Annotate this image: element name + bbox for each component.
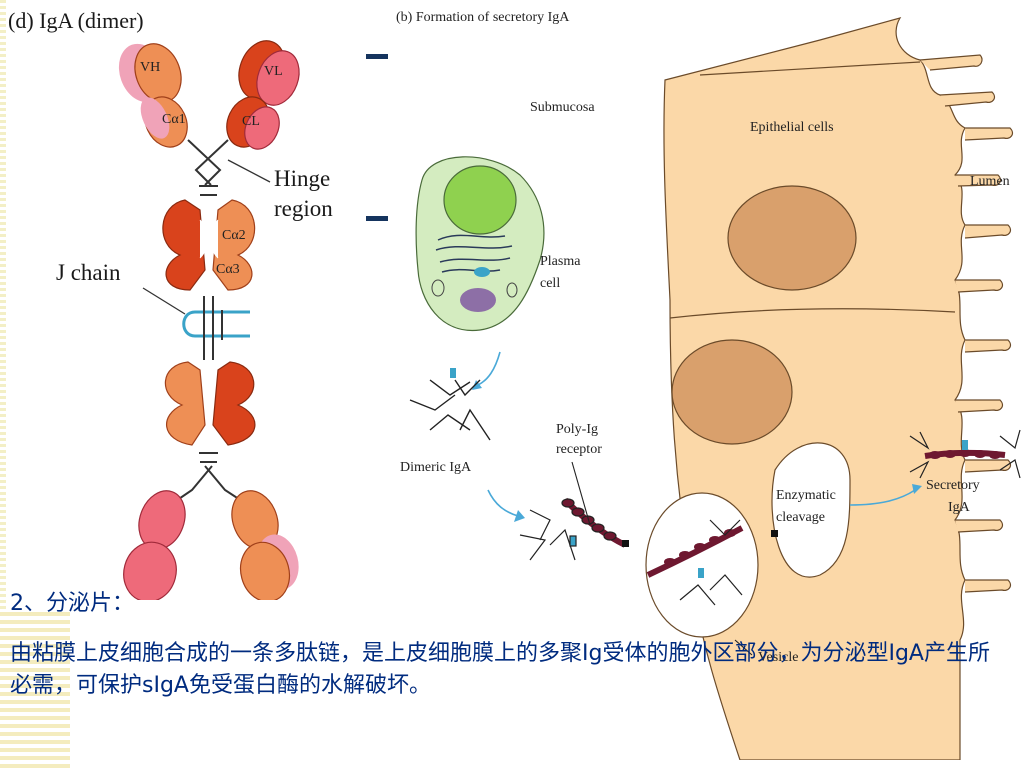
enzymatic-cleavage-label-line1: Enzymatic [776,488,836,503]
right-panel-title: (b) Formation of secretory IgA [396,10,570,25]
cl-label: CL [242,114,260,129]
caption-body: 由粘膜上皮细胞合成的一条多肽链，是上皮细胞膜上的多聚Ig受体的胞外区部分，为分泌… [10,640,990,698]
enzymatic-cleavage-label-line2: cleavage [776,510,825,525]
upper-right-arm [226,40,300,150]
left-panel-title: (d) IgA (dimer) [8,8,144,33]
upper-fc-region [162,199,256,291]
epithelial-nucleus-bottom [671,339,793,445]
ca3-label: Cα3 [216,262,240,277]
secretory-iga-diagram [409,17,1021,760]
vl-label: VL [264,64,283,79]
dimeric-iga-label: Dimeric IgA [400,460,472,475]
secretory-iga-label-line1: Secretory [926,478,980,493]
epithelial-nucleus-top [727,185,857,291]
iga-dimer-diagram [118,40,300,600]
plasma-cell [415,156,545,332]
poly-ig-label-line2: receptor [556,442,602,457]
secretory-iga-label-line2: IgA [948,500,970,515]
plasma-cell-label-line2: cell [540,276,561,291]
ca1-label: Cα1 [162,112,186,127]
ca2-label: Cα2 [222,228,246,243]
secretory-iga-icon [909,429,1021,479]
vesicle-receptor-complex [646,519,744,606]
corner-decoration [0,612,70,768]
caption-heading: 2、分泌片： [10,591,134,616]
caption: 2、分泌片： 由粘膜上皮细胞合成的一条多肽链，是上皮细胞膜上的多聚Ig受体的胞外… [10,588,1010,702]
left-border-decoration [0,0,6,768]
j-chain [182,310,250,338]
hinge-label-line1: Hinge [274,166,331,191]
lower-fc-region [164,361,256,446]
microvilli [919,54,1014,593]
lumen-label: Lumen [970,174,1010,189]
vesicle-label: Vesicle [758,650,799,665]
upper-hinge [187,139,229,196]
dimeric-iga-icon [409,379,491,441]
poly-ig-receptor [519,497,627,561]
lower-right-arm [231,490,299,600]
epithelial-cells-label: Epithelial cells [750,120,834,135]
plasma-cell-label-line1: Plasma [540,254,581,269]
lower-left-arm [123,490,186,600]
j-chain-label: J chain [56,260,121,285]
cleavage-vesicle [771,442,851,578]
poly-ig-label-line1: Poly-Ig [556,422,598,437]
slide-dash-top [366,54,388,59]
slide-dash-middle [366,216,388,221]
submucosa-label: Submucosa [530,100,595,115]
vh-label: VH [140,60,161,75]
upper-left-arm [118,43,188,148]
hinge-label-line2: region [274,196,333,221]
